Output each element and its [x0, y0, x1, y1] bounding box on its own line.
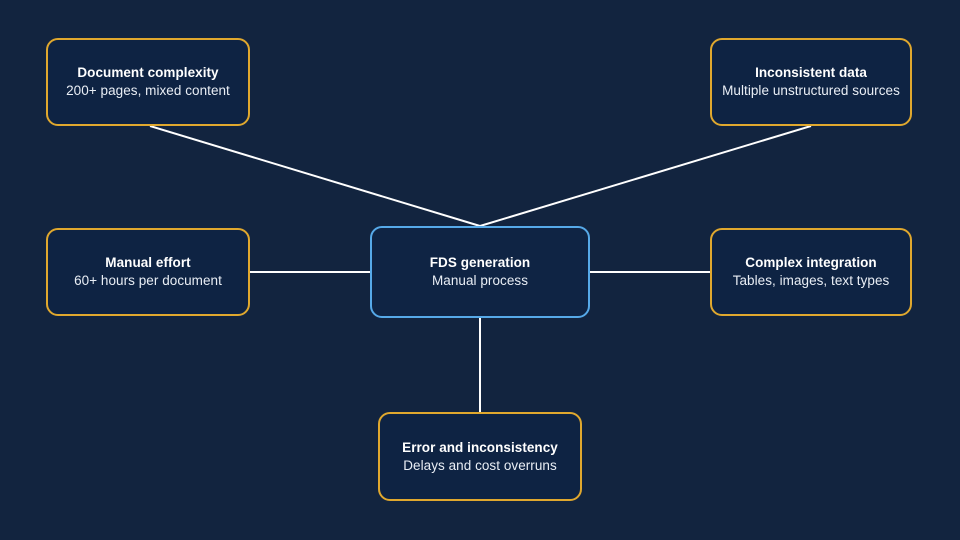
node-title: Manual effort [105, 255, 191, 270]
node-inconsistent-data[interactable]: Inconsistent data Multiple unstructured … [710, 38, 912, 126]
node-title: Complex integration [745, 255, 877, 270]
node-fds-generation[interactable]: FDS generation Manual process [370, 226, 590, 318]
node-error-inconsistency[interactable]: Error and inconsistency Delays and cost … [378, 412, 582, 501]
node-title: Error and inconsistency [402, 439, 558, 455]
edge-document-complexity-to-center [149, 125, 481, 227]
node-title: Document complexity [77, 65, 219, 80]
node-complex-integration[interactable]: Complex integration Tables, images, text… [710, 228, 912, 316]
node-manual-effort[interactable]: Manual effort 60+ hours per document [46, 228, 250, 316]
node-subtitle: Manual process [432, 273, 528, 288]
node-title: FDS generation [429, 255, 531, 270]
node-subtitle: Delays and cost overruns [403, 457, 557, 473]
edge-inconsistent-data-to-center [479, 125, 812, 227]
node-subtitle: 60+ hours per document [74, 273, 222, 288]
node-document-complexity[interactable]: Document complexity 200+ pages, mixed co… [46, 38, 250, 126]
node-subtitle: 200+ pages, mixed content [66, 83, 230, 98]
node-subtitle: Tables, images, text types [732, 273, 890, 288]
node-subtitle: Multiple unstructured sources [722, 83, 900, 98]
node-title: Inconsistent data [755, 65, 867, 80]
